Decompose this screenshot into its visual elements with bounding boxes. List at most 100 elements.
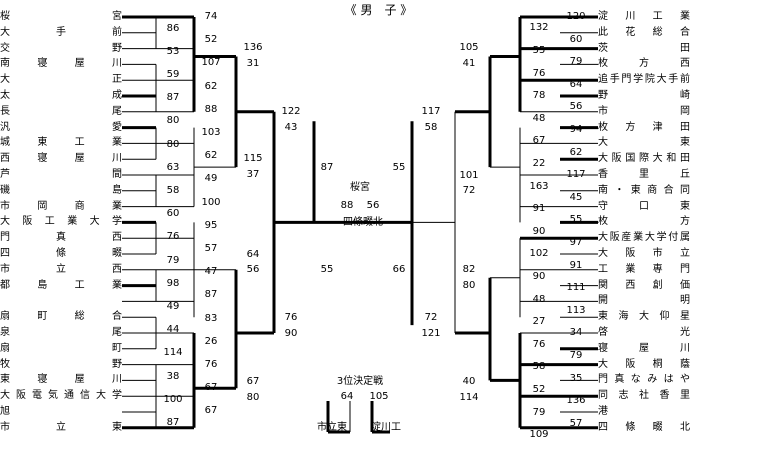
team-name-left: 大阪電気通信大学	[0, 390, 122, 402]
score-label: 80	[166, 138, 180, 150]
score-label: 48	[532, 293, 546, 305]
score-label: 59	[166, 69, 180, 80]
team-name-right: 大阪国際大和田	[598, 153, 690, 165]
score-label: 80	[166, 115, 180, 127]
team-name: 淀川工	[371, 422, 401, 433]
score-label: 88	[340, 200, 354, 211]
score-label: 132	[529, 22, 549, 34]
team-name-left: 市岡商業	[0, 200, 122, 212]
team-name-left: 扇町総合	[0, 311, 122, 323]
page-title: 《 男 子 》	[344, 3, 413, 17]
score-label: 58	[166, 185, 180, 196]
team-name-right: 枚方津田	[598, 121, 690, 133]
team-name-left: 長尾	[0, 105, 122, 117]
team-name-right: 門真なみはや	[598, 374, 690, 386]
team-name-right: 淀川工業	[598, 11, 690, 22]
score-label: 56	[366, 200, 380, 211]
score-label: 26	[204, 335, 218, 347]
score-label: 121	[421, 328, 441, 339]
score-label: 56	[569, 101, 583, 113]
team-name-left: 扇町	[0, 342, 122, 354]
team-name-left: 交野	[0, 42, 122, 54]
score-label: 52	[204, 34, 218, 46]
team-name-right: 南・東商合同	[598, 184, 690, 196]
score-label: 117	[566, 169, 586, 181]
score-label: 86	[166, 22, 180, 34]
score-label: 27	[532, 316, 546, 328]
score-label: 60	[569, 33, 583, 45]
team-name-left: 市立東	[0, 421, 122, 433]
score-label: 83	[204, 312, 218, 324]
score-label: 64	[340, 391, 354, 402]
score-label: 37	[246, 169, 260, 180]
team-name-right: 枚方西	[598, 58, 690, 70]
score-label: 80	[246, 392, 260, 403]
score-label: 62	[204, 80, 218, 92]
score-label: 79	[569, 350, 583, 361]
team-name-right: 開明	[598, 295, 690, 307]
team-name-left: 門真西	[0, 232, 122, 244]
score-label: 103	[201, 127, 221, 138]
score-label: 102	[529, 248, 549, 260]
score-label: 58	[424, 122, 438, 133]
score-label: 95	[204, 219, 218, 231]
score-label: 115	[243, 153, 263, 164]
score-label: 76	[532, 67, 546, 79]
score-label: 87	[204, 289, 218, 301]
score-label: 48	[532, 112, 546, 124]
team-name-left: 四條畷	[0, 248, 122, 259]
score-label: 101	[459, 170, 479, 181]
score-label: 80	[462, 280, 476, 291]
score-label: 120	[566, 11, 586, 22]
team-name-left: 桜宮	[0, 11, 122, 22]
score-label: 67	[204, 405, 218, 417]
team-name-right: 市岡	[598, 105, 690, 117]
team-name-right: 野崎	[598, 90, 690, 101]
score-label: 91	[569, 259, 583, 271]
score-label: 100	[163, 393, 183, 405]
score-label: 67	[246, 376, 260, 387]
score-label: 105	[369, 391, 389, 402]
score-label: 64	[246, 249, 260, 260]
score-label: 52	[532, 383, 546, 395]
score-label: 45	[569, 191, 583, 203]
team-name-left: 旭	[0, 406, 10, 417]
score-label: 113	[566, 304, 586, 316]
score-label: 94	[569, 124, 583, 135]
score-label: 87	[166, 417, 180, 428]
team-name: 市立東	[317, 422, 347, 433]
score-label: 78	[532, 90, 546, 102]
score-label: 57	[204, 243, 218, 254]
team-name-right: 追手門学院大手前	[598, 74, 690, 86]
score-label: 38	[166, 370, 180, 382]
team-name-left: 市立西	[0, 263, 122, 275]
score-label: 90	[532, 225, 546, 237]
score-label: 163	[529, 180, 549, 192]
score-label: 98	[166, 277, 180, 289]
score-label: 91	[532, 203, 546, 215]
team-name-left: 都島工業	[0, 279, 122, 291]
score-label: 49	[166, 301, 180, 312]
score-label: 63	[166, 161, 180, 173]
score-label: 122	[281, 106, 301, 117]
score-label: 67	[204, 382, 218, 394]
score-label: 90	[284, 328, 298, 339]
score-label: 55	[569, 214, 583, 226]
score-label: 49	[204, 173, 218, 185]
winner-label: 桜宮	[350, 182, 370, 193]
team-name-right: 守口東	[598, 200, 690, 212]
score-label: 87	[166, 92, 180, 104]
score-label: 136	[566, 395, 586, 407]
score-label: 40	[462, 376, 476, 387]
score-label: 72	[462, 185, 476, 196]
team-name-left: 大正	[0, 74, 122, 86]
runner-up-label: 四條畷北	[343, 217, 383, 228]
score-label: 57	[569, 417, 583, 429]
score-label: 56	[246, 264, 260, 275]
team-name-right: 寝屋川	[598, 342, 690, 354]
score-label: 111	[566, 282, 586, 294]
team-name-left: 汎愛	[0, 121, 122, 133]
score-label: 76	[284, 312, 298, 323]
team-name-right: 大阪市立	[598, 248, 690, 259]
